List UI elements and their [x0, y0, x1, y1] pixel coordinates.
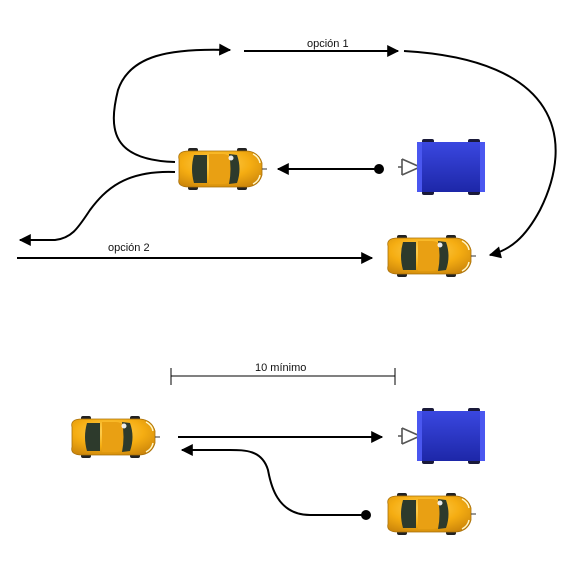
option1-path-return — [403, 50, 557, 259]
trailer-top-view-icon — [397, 138, 486, 196]
car-top-view-icon — [177, 147, 268, 191]
min-distance-dimension — [170, 368, 396, 385]
reverse-curve-arrow — [180, 444, 365, 516]
car-top-view-icon — [386, 492, 477, 536]
option1-path-start — [112, 43, 232, 163]
start-point-dot — [361, 510, 371, 520]
option1-label: opción 1 — [307, 38, 349, 50]
min-distance-label: 10 mínimo — [255, 362, 306, 374]
car-top-view-icon — [70, 415, 161, 459]
trailer-top-view-icon — [397, 407, 486, 465]
hitch-point-dot — [374, 164, 384, 174]
option2-label: opción 2 — [108, 242, 150, 254]
option2-path-exit — [18, 170, 176, 246]
car-top-view-icon — [386, 234, 477, 278]
